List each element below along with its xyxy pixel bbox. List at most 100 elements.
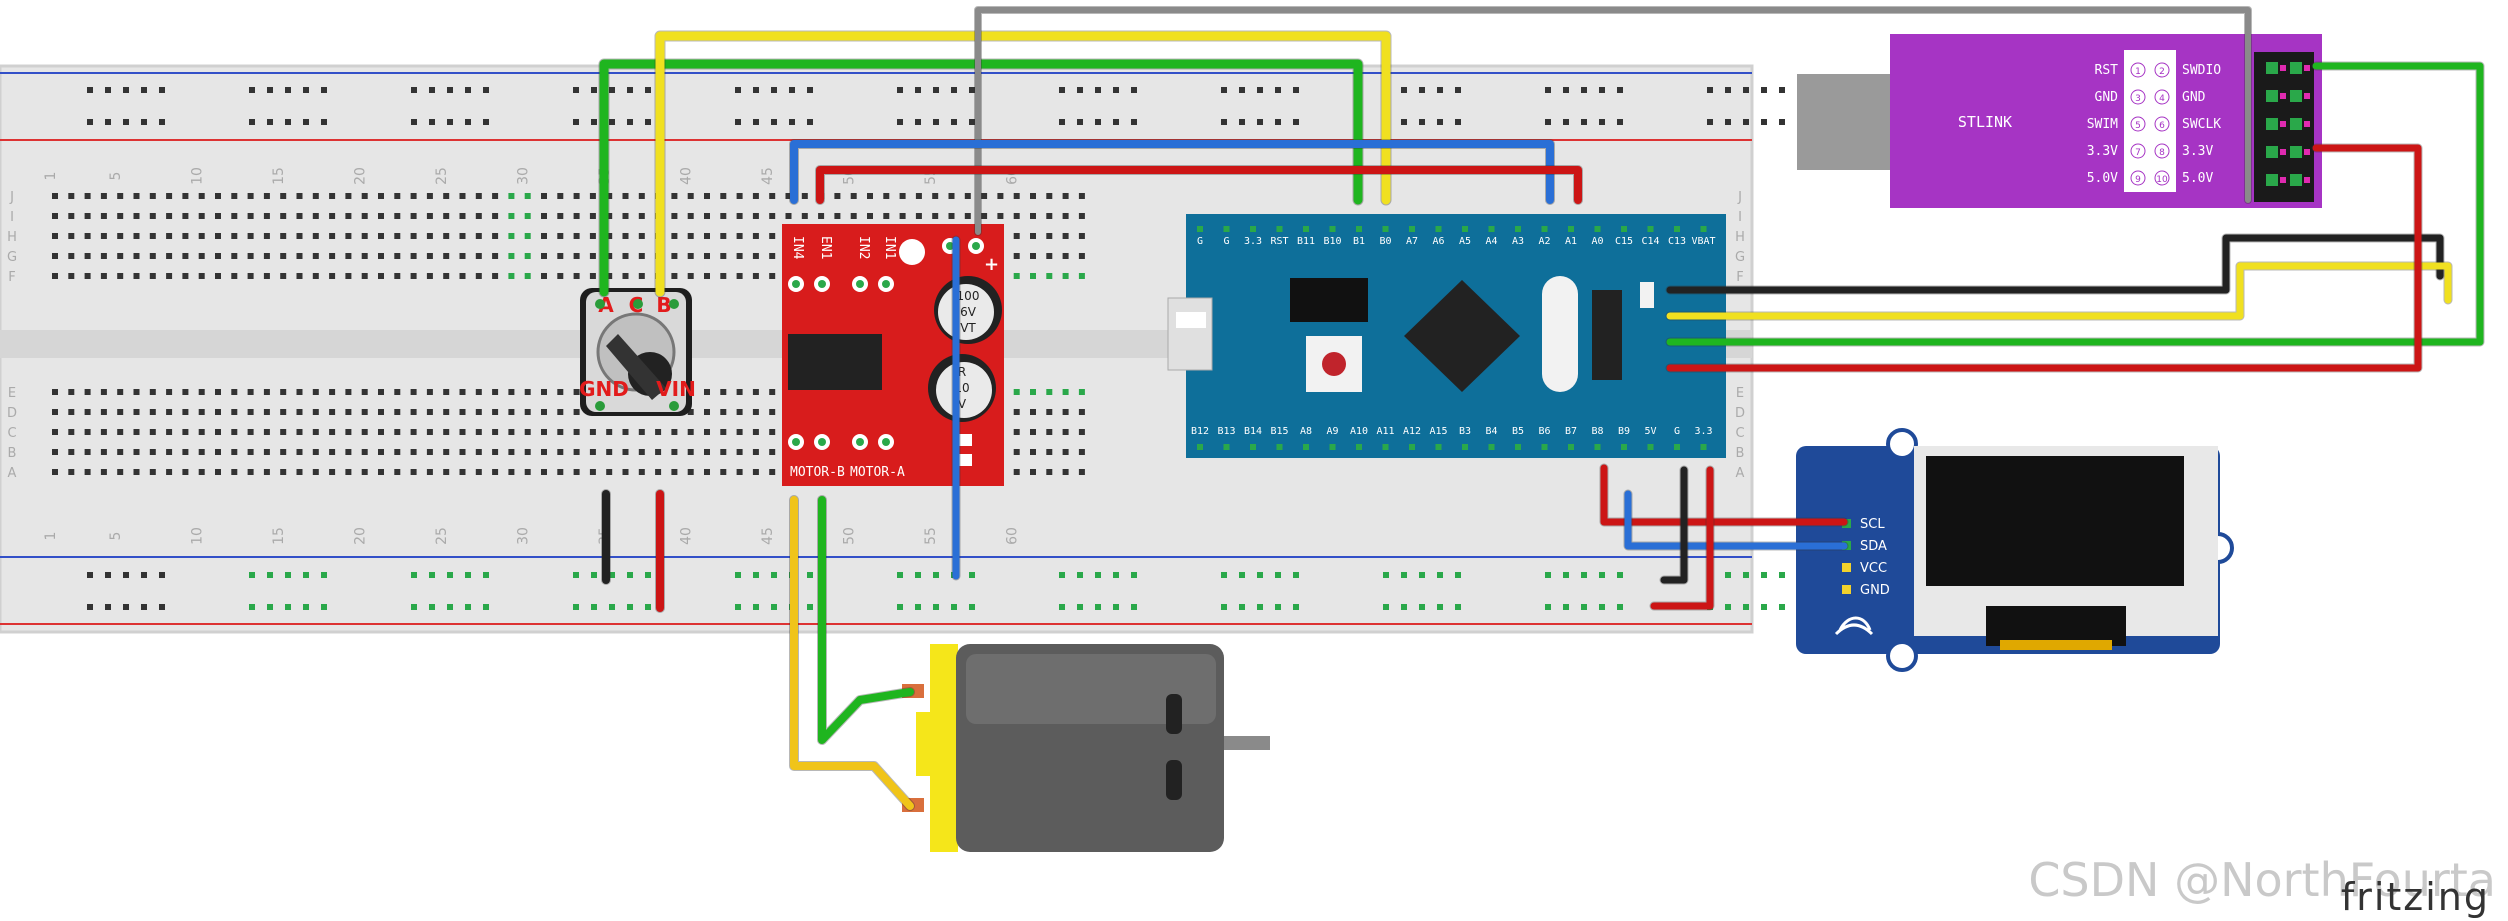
breadboard-hole	[606, 469, 613, 475]
stm32-bottom-pin	[1223, 444, 1230, 450]
breadboard-hole	[687, 469, 694, 475]
micro-usb-port	[1167, 297, 1213, 371]
breadboard-hole	[231, 213, 238, 219]
breadboard-hole	[736, 233, 743, 239]
rail-hole	[411, 572, 417, 578]
rail-hole	[1545, 572, 1551, 578]
breadboard-hole	[459, 193, 466, 199]
breadboard-hole	[84, 253, 91, 259]
breadboard-hole	[769, 449, 776, 455]
breadboard-hole	[296, 253, 303, 259]
breadboard-hole	[378, 389, 384, 395]
rail-hole	[285, 604, 291, 610]
rail-hole	[267, 119, 273, 125]
rail-hole	[285, 119, 291, 125]
breadboard-hole	[1013, 273, 1020, 279]
row-letter-right: E	[1736, 386, 1744, 401]
breadboard-hole	[541, 253, 547, 259]
breadboard-hole	[557, 409, 564, 415]
rail-hole	[771, 572, 777, 578]
breadboard-hole	[589, 469, 596, 475]
stlink-right-label: 5.0V	[2182, 171, 2213, 186]
rail-hole	[807, 572, 813, 578]
rail-hole	[141, 604, 147, 610]
breadboard-hole	[84, 429, 91, 435]
breadboard-hole	[899, 213, 906, 219]
breadboard-hole	[1013, 193, 1020, 199]
breadboard-hole	[475, 213, 482, 219]
breadboard-hole	[704, 253, 710, 259]
breadboard-hole	[231, 273, 238, 279]
breadboard-hole	[1078, 429, 1085, 435]
breadboard-hole	[361, 193, 368, 199]
breadboard-hole	[883, 213, 890, 219]
stm32-bottom-pin	[1356, 444, 1362, 450]
rail-hole	[411, 87, 417, 93]
stm32-bottom-pin-label: B9	[1618, 426, 1630, 437]
breadboard-hole	[524, 193, 531, 199]
rail-hole	[591, 572, 597, 578]
col-number-top: 15	[271, 167, 287, 185]
breadboard-hole	[345, 409, 352, 415]
breadboard-hole	[231, 429, 238, 435]
breadboard-hole	[361, 273, 368, 279]
breadboard-hole	[329, 469, 336, 475]
stlink-left-label: RST	[2095, 63, 2119, 78]
breadboard-hole	[215, 253, 221, 259]
rail-hole	[123, 87, 129, 93]
breadboard-hole	[736, 273, 743, 279]
rail-hole	[627, 572, 633, 578]
stm32-bottom-pin-label: B14	[1244, 426, 1262, 437]
rail-hole	[1725, 87, 1731, 93]
rail-hole	[1275, 87, 1281, 93]
rail-hole	[1239, 119, 1245, 125]
rail-hole	[915, 119, 921, 125]
breadboard-hole	[68, 213, 75, 219]
rail-hole	[141, 119, 147, 125]
breadboard-hole	[589, 253, 596, 259]
breadboard-hole	[215, 213, 221, 219]
rail-hole	[1059, 119, 1065, 125]
breadboard-hole	[378, 273, 384, 279]
breadboard-hole	[149, 469, 156, 475]
rail-hole	[465, 604, 471, 610]
breadboard-hole	[557, 429, 564, 435]
stm32-bottom-pin-label: 5V	[1644, 426, 1656, 437]
breadboard-hole	[475, 193, 482, 199]
stm32-bottom-pin-label: A15	[1429, 426, 1447, 437]
breadboard-hole	[573, 469, 580, 475]
breadboard-hole	[981, 213, 988, 219]
breadboard-hole	[378, 253, 384, 259]
breadboard-hole	[704, 273, 710, 279]
breadboard-hole	[52, 233, 58, 239]
rail-hole	[807, 604, 813, 610]
breadboard-hole	[215, 233, 221, 239]
rail-hole	[105, 572, 111, 578]
stlink-pin-number: 1	[2135, 67, 2141, 77]
breadboard-hole	[100, 233, 107, 239]
rail-hole	[1275, 572, 1281, 578]
breadboard-hole	[1046, 469, 1053, 475]
breadboard-hole	[850, 213, 857, 219]
breadboard-hole	[720, 233, 727, 239]
breadboard-hole	[622, 253, 629, 259]
rail-hole	[1599, 87, 1605, 93]
breadboard-hole	[394, 233, 401, 239]
col-number-top: 1	[43, 172, 59, 181]
stm32-bottom-pin-label: B7	[1565, 426, 1577, 437]
stlink-header-pin	[2266, 146, 2278, 158]
breadboard-hole	[296, 213, 303, 219]
stlink-right-label: SWCLK	[2182, 117, 2221, 132]
rail-hole	[1419, 119, 1425, 125]
rail-hole	[1617, 572, 1623, 578]
row-letter-left: C	[7, 426, 16, 441]
breadboard-hole	[329, 409, 336, 415]
rail-hole	[249, 119, 255, 125]
breadboard-hole	[704, 233, 710, 239]
rail-hole	[321, 604, 327, 610]
rail-hole	[465, 87, 471, 93]
stm32-bottom-pin-label: B12	[1191, 426, 1209, 437]
breadboard-hole	[166, 409, 173, 415]
breadboard-hole	[182, 449, 189, 455]
driver-smd	[956, 454, 972, 466]
